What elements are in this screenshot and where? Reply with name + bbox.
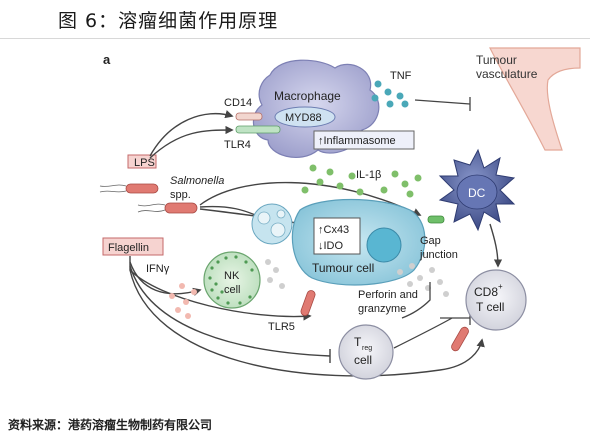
gap-junction-channel <box>427 215 445 224</box>
dendritic-cell: DC <box>438 148 516 232</box>
granzyme-label: granzyme <box>358 303 406 315</box>
macrophage-label: Macrophage <box>274 89 341 103</box>
cd8-tlr5-receptor <box>451 326 469 352</box>
tumour-label: Tumour <box>476 53 517 67</box>
il1b-label: IL-1β <box>356 169 381 181</box>
salmonella-to-dc-arrow <box>199 181 422 216</box>
treg-t-label: T <box>354 335 362 349</box>
tumour-vasculature: Tumour vasculature <box>476 47 581 151</box>
inflammasome-label: ↑Inflammasome <box>318 135 396 147</box>
gap-label: Gap <box>420 235 441 247</box>
treg-cell: T reg cell <box>338 324 394 380</box>
cx43-label: ↑Cx43 <box>318 224 349 236</box>
inflammasome-box <box>313 130 415 150</box>
cd14-receptor <box>235 112 263 121</box>
ifng-label: IFNγ <box>146 263 170 275</box>
flagellin-to-cd8-arrow <box>129 269 485 377</box>
perforin-label: Perforin and <box>358 289 418 301</box>
salmonella-label: Salmonella <box>170 175 224 187</box>
cd8-sup-label: + <box>498 282 503 291</box>
figure-title: 图 6：溶瘤细菌作用原理 <box>58 10 279 32</box>
nk-cell-label: cell <box>224 284 241 296</box>
dc-label: DC <box>468 186 486 200</box>
perforin-dots <box>397 263 449 297</box>
tlr5-receptor <box>300 290 316 316</box>
cd14-label: CD14 <box>224 97 252 109</box>
flagellin-box <box>102 237 164 256</box>
vasculature-label: vasculature <box>476 67 538 81</box>
lps-to-cd14-arrow <box>149 110 234 157</box>
cd8-t-cell: CD8 + T cell <box>465 269 527 331</box>
title-divider <box>0 38 590 39</box>
salmonella-bacterium: Salmonella spp. <box>137 175 224 214</box>
il1b-dots <box>301 164 422 198</box>
treg-to-cd8-line <box>393 317 453 349</box>
nk-label: NK <box>224 270 240 282</box>
flagellin-to-treg-inhibit <box>129 265 331 357</box>
tnf-dots <box>371 80 409 108</box>
t-cell-label: T cell <box>476 300 504 314</box>
tumour-cell: ↑Cx43 ↓IDO Tumour cell <box>291 198 426 286</box>
junction-label: junction <box>419 249 458 261</box>
source-note: 资料来源：港药溶瘤生物制药有限公司 <box>8 418 213 432</box>
tumour-cell-label: Tumour cell <box>312 261 374 275</box>
ifng-dots <box>169 283 197 319</box>
infected-cell <box>251 203 293 245</box>
flagellin-to-nk-arrow <box>129 261 202 296</box>
panel-label: a <box>103 52 111 67</box>
tlr5-label: TLR5 <box>268 321 295 333</box>
dc-to-cd8-arrow <box>489 223 503 268</box>
myd88-label: MYD88 <box>285 112 322 124</box>
ido-label: ↓IDO <box>318 240 344 252</box>
nk-cell: NK cell <box>203 251 261 309</box>
treg-cell-label: cell <box>354 353 372 367</box>
tlr4-receptor <box>235 125 281 134</box>
treg-sub-label: reg <box>362 345 372 352</box>
tnf-label: TNF <box>390 70 412 82</box>
lps-bacterium: LPS <box>99 154 159 194</box>
tlr4-label: TLR4 <box>224 139 251 151</box>
nk-secretion-dots <box>265 259 285 289</box>
lps-to-tlr4-arrow <box>149 125 234 159</box>
lps-label: LPS <box>134 157 155 169</box>
spp-label: spp. <box>170 189 191 201</box>
cd8-label: CD8 <box>474 285 498 299</box>
flagellin-label: Flagellin <box>108 242 149 254</box>
